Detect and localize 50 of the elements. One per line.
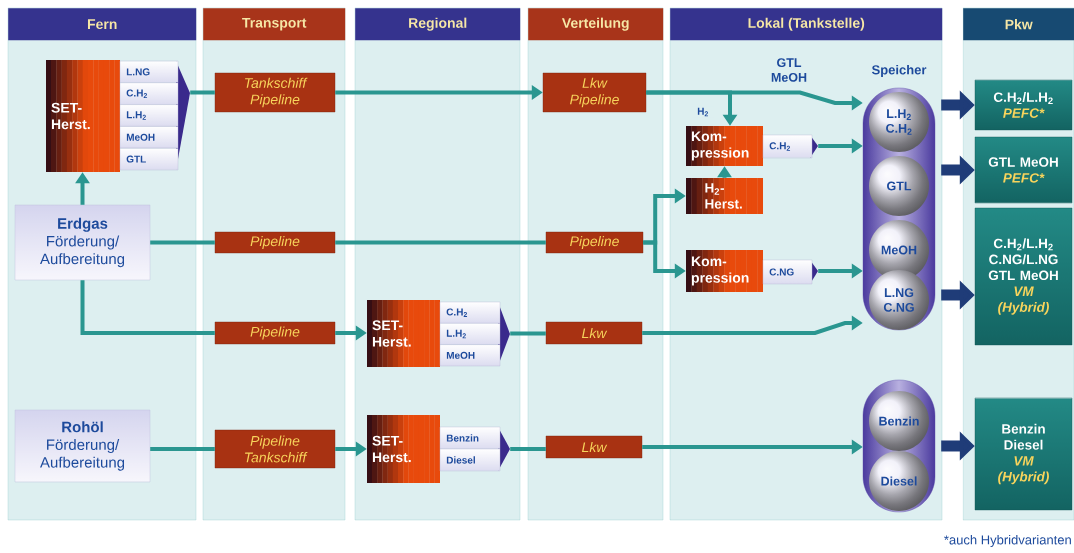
node-label: GTL xyxy=(126,155,146,163)
process-box: H$_{2}$- Herst. xyxy=(686,178,763,214)
transport-box: Pipeline xyxy=(545,231,644,254)
column-header: Transport xyxy=(203,8,346,41)
node-label: SET- Herst. xyxy=(51,102,90,130)
column-header: Fern xyxy=(8,8,197,41)
column-header: Verteilung xyxy=(528,8,664,41)
vehicle-box: C.H$_{2}$/L.H$_{2}$ C.NG/L.NG GTL MeOH VM (Hybrid) xyxy=(974,207,1073,346)
node-label: SET- Herst. xyxy=(372,435,411,463)
storage-ball: GTL xyxy=(887,181,912,191)
process-box: SET- Herst. Benzin Diesel xyxy=(367,415,510,483)
node-label: C.H$_{2}$ xyxy=(126,89,148,98)
transport-box: Lkw xyxy=(545,321,643,345)
process-box: Kom- pression C.NG xyxy=(686,250,818,292)
node-label: Diesel xyxy=(446,456,475,464)
node-label: Kom- pression xyxy=(691,256,749,286)
source-box: Erdgas Förderung/ Aufbereitung xyxy=(14,204,151,281)
node-label: Kom- pression xyxy=(691,131,749,161)
transport-box: Pipeline xyxy=(214,321,336,345)
process-box: Kom- pression C.H$_{2}$ xyxy=(686,126,818,166)
node-label: Speicher xyxy=(871,64,927,78)
column-header: Regional xyxy=(355,8,521,41)
storage-ball: L.NG C.NG xyxy=(883,288,914,312)
edge-label: H$_{2}$ xyxy=(692,106,714,118)
node-label: SET- Herst. xyxy=(372,320,411,347)
storage-ball: L.H$_{2}$ C.H$_{2}$ xyxy=(886,109,912,135)
vehicle-box: C.H$_{2}$/L.H$_{2}$ PEFC* xyxy=(974,79,1073,131)
storage-ball: Diesel xyxy=(881,476,917,486)
vehicle-box: Benzin Diesel VM (Hybrid) xyxy=(974,397,1073,511)
column-header: Lokal (Tankstelle) xyxy=(670,8,943,41)
transport-box: Pipeline xyxy=(214,231,336,254)
transport-box: Pipeline Tankschiff xyxy=(214,429,336,469)
column-header: Pkw xyxy=(963,8,1074,41)
node-label: C.H$_{2}$ xyxy=(446,308,468,317)
source-box: Rohöl Förderung/ Aufbereitung xyxy=(14,409,151,483)
footnote: *auch Hybridvarianten xyxy=(944,534,1071,548)
node-label: L.H$_{2}$ xyxy=(446,329,466,339)
transport-box: Lkw Pipeline xyxy=(542,72,647,113)
node-label: L.H$_{2}$ xyxy=(126,111,146,120)
process-box: SET- Herst. L.NG C.H$_{2}$ L.H$_{2}$ MeOH GTL xyxy=(46,60,190,172)
node-label: H$_{2}$- Herst. xyxy=(705,183,742,209)
node-label: MeOH xyxy=(126,133,155,141)
transport-box: Tankschiff Pipeline xyxy=(214,72,336,113)
node-label: L.NG xyxy=(126,68,150,76)
process-box: SET- Herst. C.H$_{2}$ L.H$_{2}$ MeOH xyxy=(367,300,510,367)
storage-ball: MeOH xyxy=(881,245,917,255)
transport-box: Lkw xyxy=(545,435,643,459)
edge-label: GTL MeOH xyxy=(766,57,812,83)
vehicle-box: GTL MeOH PEFC* xyxy=(974,136,1073,204)
storage-ball: Benzin xyxy=(879,416,919,426)
